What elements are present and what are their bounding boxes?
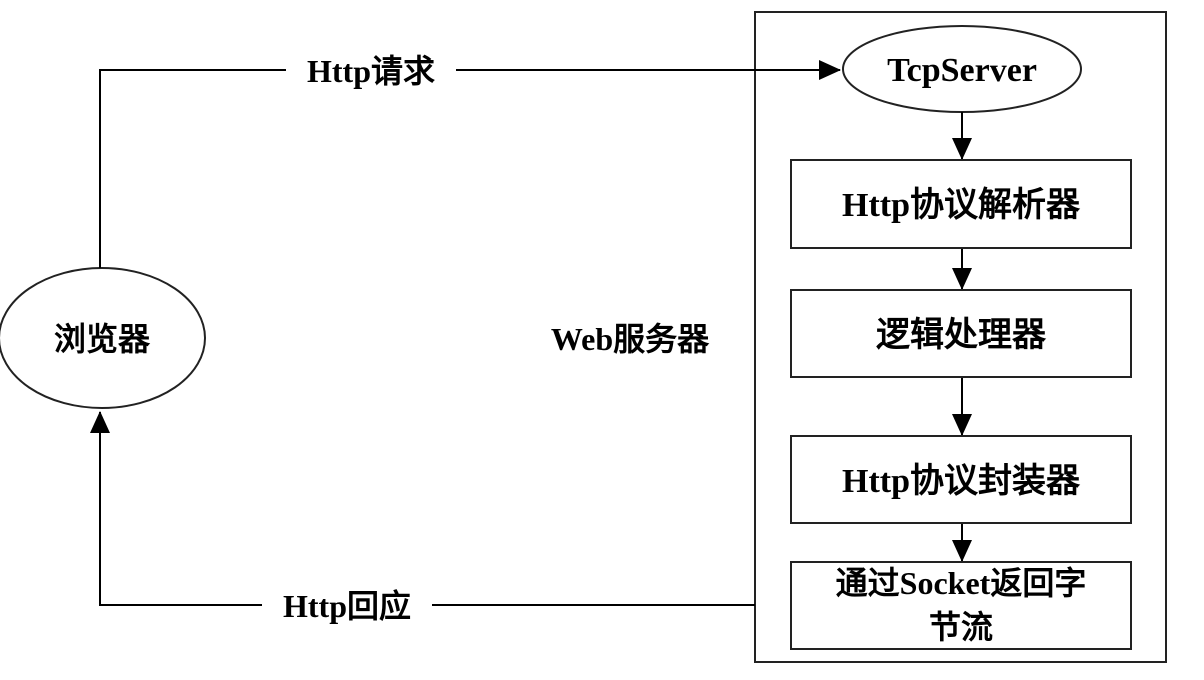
socket-return-box (790, 561, 1132, 650)
browser-node (0, 267, 206, 409)
response-arrow (90, 411, 755, 606)
http-encoder-label: Http协议封装器 (842, 462, 1081, 500)
browser-label: 浏览器 (54, 321, 151, 357)
socket-return-label-line2: 节流 (929, 609, 993, 645)
http-parser-box (790, 159, 1132, 249)
logic-processor-label: 逻辑处理器 (876, 316, 1047, 354)
http-parser-label: Http协议解析器 (842, 186, 1081, 224)
response-label: Http回应 (283, 588, 411, 624)
request-label: Http请求 (307, 53, 435, 89)
logic-processor-box (790, 289, 1132, 378)
socket-return-label-line1: 通过Socket返回字 (836, 565, 1087, 601)
web-server-box (754, 11, 1167, 663)
request-arrow (99, 60, 841, 268)
web-server-label: Web服务器 (551, 321, 710, 357)
tcp-server-label: TcpServer (887, 52, 1037, 89)
http-encoder-box (790, 435, 1132, 524)
